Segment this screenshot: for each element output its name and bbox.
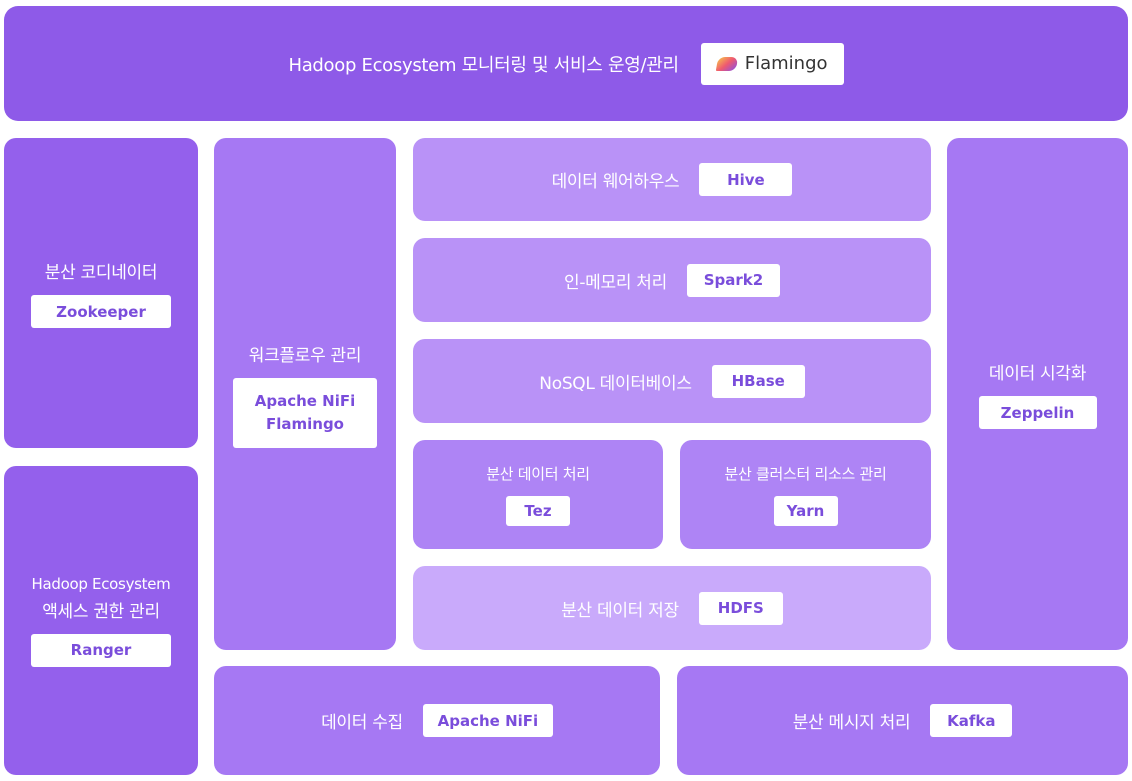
ingest-title: 데이터 수집 <box>321 713 403 733</box>
warehouse-block: 데이터 웨어하우스 Hive <box>413 138 931 221</box>
ingest-block: 데이터 수집 Apache NiFi <box>214 666 660 775</box>
yarn-tag: Yarn <box>773 496 838 526</box>
visual-block: 데이터 시각화 Zeppelin <box>947 138 1128 650</box>
flamingo-logo-icon <box>715 56 738 71</box>
zeppelin-tag: Zeppelin <box>978 396 1097 429</box>
workflow-tag-line2: Flamingo <box>265 414 344 433</box>
messaging-title: 분산 메시지 처리 <box>792 713 911 733</box>
workflow-title: 워크플로우 관리 <box>248 345 362 366</box>
storage-block: 분산 데이터 저장 HDFS <box>413 566 931 650</box>
workflow-tag-line1: Apache NiFi <box>254 391 356 410</box>
warehouse-title: 데이터 웨어하우스 <box>551 172 680 192</box>
cluster-title: 분산 클러스터 리소스 관리 <box>724 465 887 483</box>
distproc-block: 분산 데이터 처리 Tez <box>413 440 663 549</box>
workflow-tag: Apache NiFi Flamingo <box>233 377 377 448</box>
zookeeper-tag: Zookeeper <box>31 295 171 328</box>
distproc-title: 분산 데이터 처리 <box>486 465 590 483</box>
flamingo-tag-label: Flamingo <box>744 53 828 74</box>
hbase-tag: HBase <box>711 364 805 398</box>
kafka-tag: Kafka <box>930 704 1013 737</box>
apache-nifi-tag: Apache NiFi <box>422 704 553 737</box>
flamingo-tag: Flamingo <box>700 42 844 85</box>
cluster-block: 분산 클러스터 리소스 관리 Yarn <box>680 440 931 549</box>
header-title: Hadoop Ecosystem 모니터링 및 서비스 운영/관리 <box>288 54 679 76</box>
inmemory-title: 인-메모리 처리 <box>564 272 667 293</box>
storage-title: 분산 데이터 저장 <box>561 600 679 621</box>
workflow-block: 워크플로우 관리 Apache NiFi Flamingo <box>214 138 396 650</box>
messaging-block: 분산 메시지 처리 Kafka <box>677 666 1128 775</box>
hive-tag: Hive <box>699 163 793 196</box>
nosql-title: NoSQL 데이터베이스 <box>539 373 692 394</box>
access-title-line2: 액세스 권한 관리 <box>42 601 160 622</box>
header-banner: Hadoop Ecosystem 모니터링 및 서비스 운영/관리 Flamin… <box>4 6 1128 121</box>
spark2-tag: Spark2 <box>686 263 780 297</box>
access-title-line1: Hadoop Ecosystem <box>31 574 171 593</box>
coordinator-block: 분산 코디네이터 Zookeeper <box>4 138 198 448</box>
inmemory-block: 인-메모리 처리 Spark2 <box>413 238 931 322</box>
ranger-tag: Ranger <box>31 633 171 667</box>
access-block: Hadoop Ecosystem 액세스 권한 관리 Ranger <box>4 466 198 775</box>
coordinator-title: 분산 코디네이터 <box>44 263 158 283</box>
tez-tag: Tez <box>506 496 570 526</box>
hdfs-tag: HDFS <box>698 591 783 625</box>
nosql-block: NoSQL 데이터베이스 HBase <box>413 339 931 423</box>
visual-title: 데이터 시각화 <box>988 364 1087 384</box>
